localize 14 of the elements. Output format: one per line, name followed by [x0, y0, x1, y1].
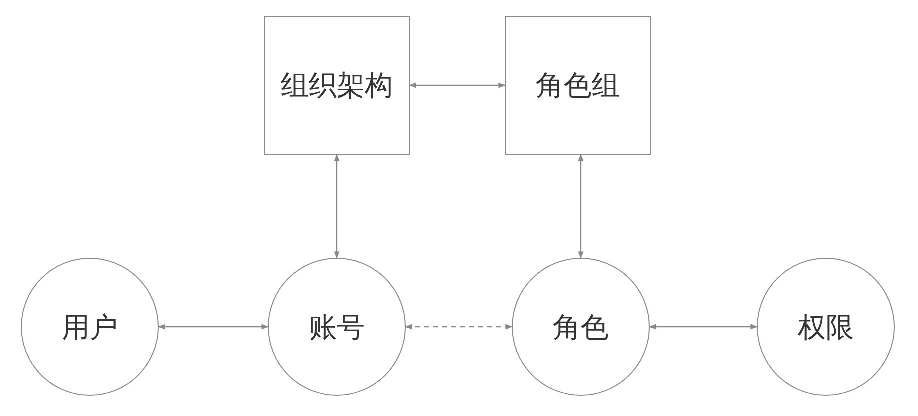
process-box: [264, 16, 410, 155]
node-label: 用户: [62, 310, 118, 344]
node-label: 角色组: [536, 68, 620, 103]
process-box: [505, 16, 651, 155]
arrow: [334, 154, 340, 259]
node-label: 权限: [798, 310, 854, 344]
node-label: 组织架构: [281, 68, 393, 103]
arrow: [405, 324, 513, 330]
node-label: 账号: [309, 310, 365, 344]
node-label: 角色: [553, 310, 609, 344]
arrow: [649, 324, 758, 330]
arrow: [158, 324, 269, 330]
arrow: [578, 154, 584, 259]
arrow: [409, 82, 506, 88]
